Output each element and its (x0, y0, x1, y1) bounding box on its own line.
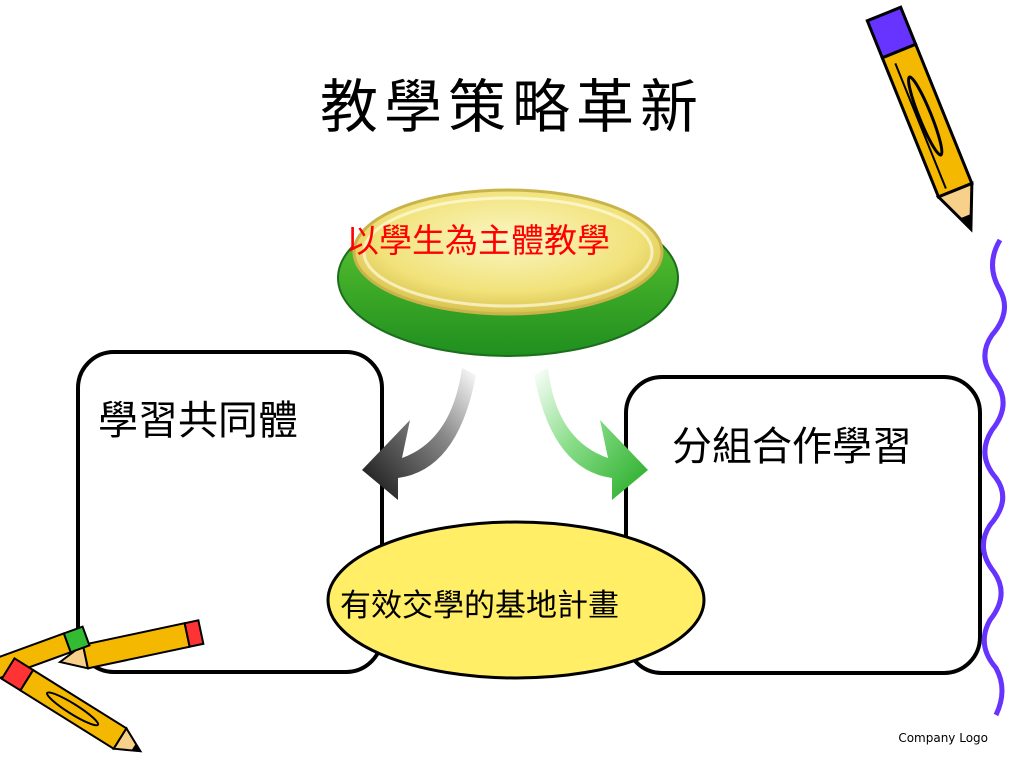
curved-arrow-icon (534, 368, 648, 500)
pencil-bundle-icon (0, 619, 205, 753)
slide-title: 教學策略革新 (319, 73, 704, 141)
wavy-line (981, 238, 1007, 717)
left-box (76, 350, 384, 674)
center-disc (337, 188, 679, 357)
left-box-label: 學習共同體 (98, 398, 298, 444)
bottom-ellipse-label: 有效交學的基地計畫 (340, 588, 619, 624)
bottom-ellipse (326, 520, 706, 680)
curved-arrow-icon (362, 368, 476, 500)
right-box-label: 分組合作學習 (672, 424, 912, 470)
company-logo-text: Company Logo (898, 731, 988, 745)
center-disc-label: 以學生為主體教學 (346, 221, 610, 260)
pencil-icon (865, 5, 974, 233)
